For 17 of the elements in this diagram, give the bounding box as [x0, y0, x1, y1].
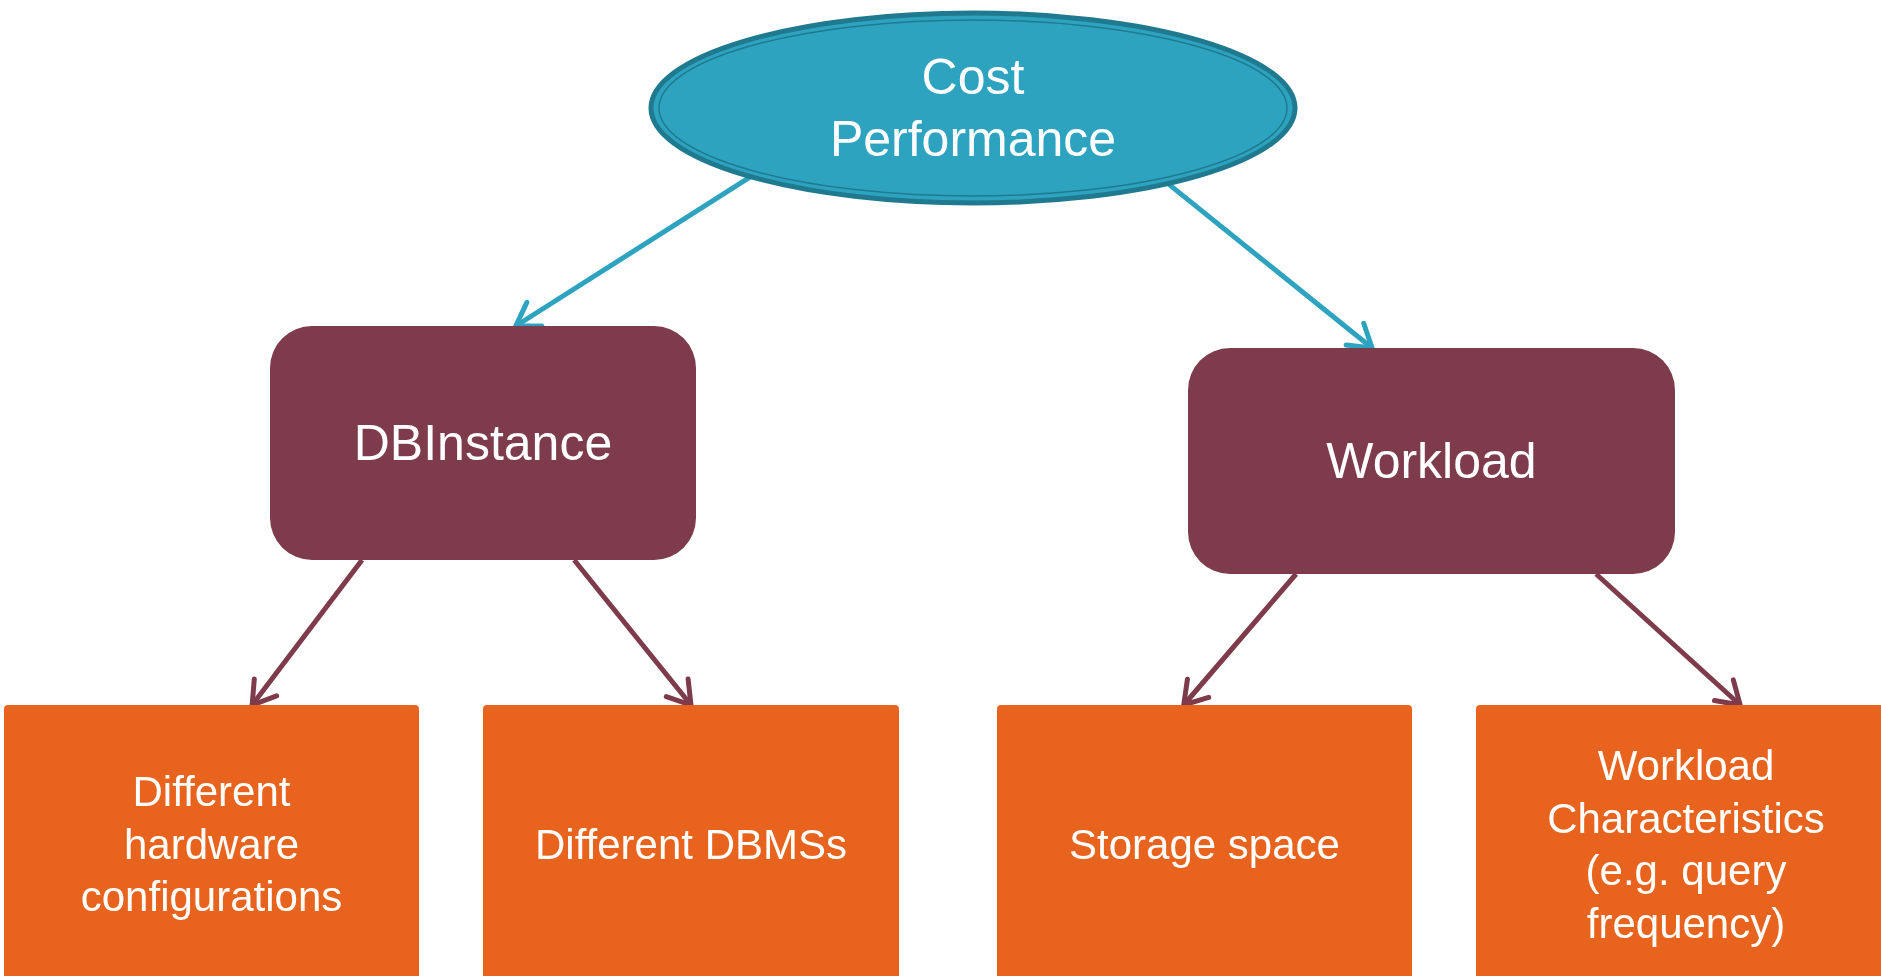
process-box: [997, 705, 1412, 976]
process-box: [483, 705, 899, 976]
node-label: Storage space: [1068, 819, 1341, 870]
node-label: Different hardware configurations: [79, 767, 344, 923]
node-label: Workload: [1325, 431, 1538, 491]
node-label: Cost Performance: [828, 47, 1118, 169]
process-box: [4, 705, 419, 976]
arrow: [1594, 572, 1743, 708]
process-box: [1476, 705, 1881, 976]
node-label: Workload Characteristics (e.g. query frequency): [1546, 741, 1826, 949]
node-label: DBInstance: [352, 413, 614, 473]
rounded-box: [1188, 348, 1675, 574]
arrow: [572, 558, 694, 708]
ellipse-node: [648, 10, 1298, 206]
rounded-box: [270, 326, 696, 560]
arrow: [249, 558, 364, 708]
node-label: Different DBMSs: [534, 819, 848, 870]
